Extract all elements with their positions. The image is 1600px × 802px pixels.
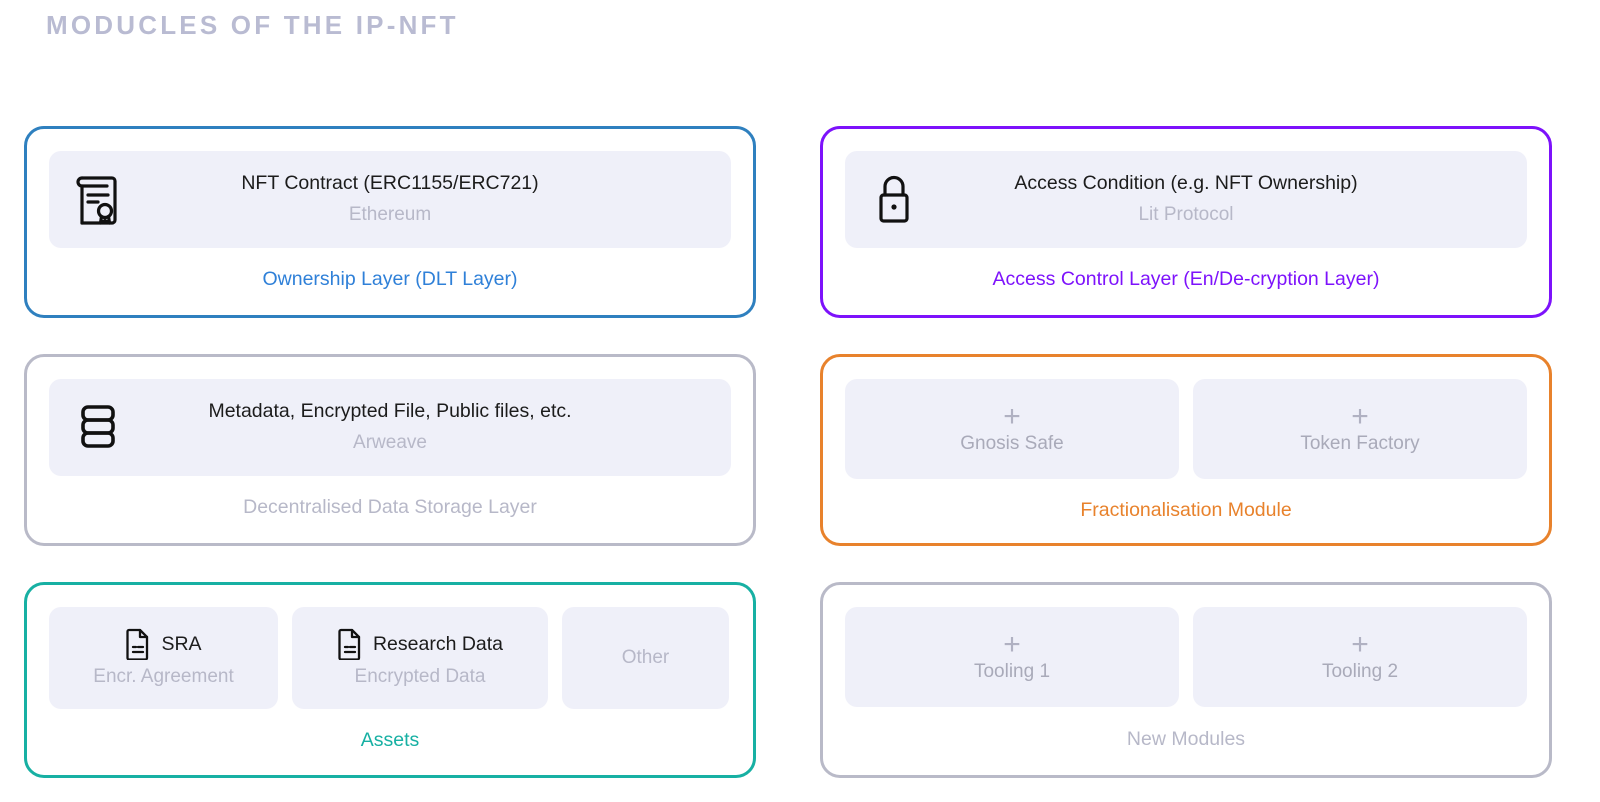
- certificate-icon: [59, 173, 137, 225]
- plus-icon: +: [1003, 628, 1021, 661]
- document-icon: [337, 628, 363, 660]
- card-label-access-control-layer: Access Control Layer (En/De-cryption Lay…: [992, 267, 1380, 290]
- placeholder-row: + Gnosis Safe + Token Factory: [845, 379, 1527, 479]
- placeholder-label: Tooling 2: [1321, 661, 1399, 682]
- asset-name: Other: [621, 647, 670, 668]
- plus-icon: +: [1351, 628, 1369, 661]
- tile-sra[interactable]: SRA Encr. Agreement: [49, 607, 278, 709]
- placeholder-row: + Tooling 1 + Tooling 2: [845, 607, 1527, 707]
- tile-metadata-storage[interactable]: Metadata, Encrypted File, Public files, …: [49, 379, 731, 476]
- placeholder-label: Tooling 1: [973, 661, 1051, 682]
- card-label-assets: Assets: [360, 729, 420, 751]
- tile-subtitle: Ethereum: [348, 203, 432, 225]
- card-label-new-modules: New Modules: [1126, 727, 1246, 750]
- asset-subtitle: Encr. Agreement: [93, 666, 234, 687]
- database-stack-icon: [59, 401, 137, 453]
- card-new-modules[interactable]: + Tooling 1 + Tooling 2 New Modules: [820, 582, 1552, 778]
- card-label-decentralised-data-storage-layer: Decentralised Data Storage Layer: [243, 495, 537, 518]
- tile-tooling-2[interactable]: + Tooling 2: [1193, 607, 1527, 707]
- page-title: Moducles of the IP-NFT: [46, 10, 459, 40]
- document-icon: [125, 628, 151, 660]
- lock-icon: [855, 173, 933, 225]
- tile-subtitle: Lit Protocol: [1138, 203, 1234, 225]
- placeholder-label: Gnosis Safe: [960, 433, 1064, 454]
- card-fractionalisation-module[interactable]: + Gnosis Safe + Token Factory Fractional…: [820, 354, 1552, 546]
- tile-gnosis-safe[interactable]: + Gnosis Safe: [845, 379, 1179, 479]
- card-assets[interactable]: SRA Encr. Agreement: [24, 582, 756, 778]
- tile-tooling-1[interactable]: + Tooling 1: [845, 607, 1179, 707]
- placeholder-label: Token Factory: [1300, 433, 1420, 454]
- tile-title: NFT Contract (ERC1155/ERC721): [241, 172, 539, 195]
- tile-other[interactable]: Other: [562, 607, 729, 709]
- card-label-fractionalisation-module: Fractionalisation Module: [1080, 499, 1292, 521]
- asset-name: Research Data: [372, 632, 504, 655]
- card-access-control-layer[interactable]: Access Condition (e.g. NFT Ownership) Li…: [820, 126, 1552, 318]
- tile-subtitle: Arweave: [353, 431, 427, 453]
- tile-title: Metadata, Encrypted File, Public files, …: [208, 400, 572, 423]
- tile-access-condition[interactable]: Access Condition (e.g. NFT Ownership) Li…: [845, 151, 1527, 248]
- asset-subtitle: Encrypted Data: [354, 666, 486, 687]
- plus-icon: +: [1351, 400, 1369, 433]
- card-ownership-layer[interactable]: NFT Contract (ERC1155/ERC721) Ethereum O…: [24, 126, 756, 318]
- card-label-ownership-layer: Ownership Layer (DLT Layer): [262, 267, 518, 290]
- tile-research-data[interactable]: Research Data Encrypted Data: [292, 607, 548, 709]
- asset-row: SRA Encr. Agreement: [49, 607, 731, 709]
- card-decentralised-data-storage-layer[interactable]: Metadata, Encrypted File, Public files, …: [24, 354, 756, 546]
- tile-title: Access Condition (e.g. NFT Ownership): [1014, 172, 1358, 195]
- module-grid: NFT Contract (ERC1155/ERC721) Ethereum O…: [24, 126, 1554, 778]
- tile-token-factory[interactable]: + Token Factory: [1193, 379, 1527, 479]
- tile-nft-contract[interactable]: NFT Contract (ERC1155/ERC721) Ethereum: [49, 151, 731, 248]
- asset-name: SRA: [161, 632, 202, 655]
- plus-icon: +: [1003, 400, 1021, 433]
